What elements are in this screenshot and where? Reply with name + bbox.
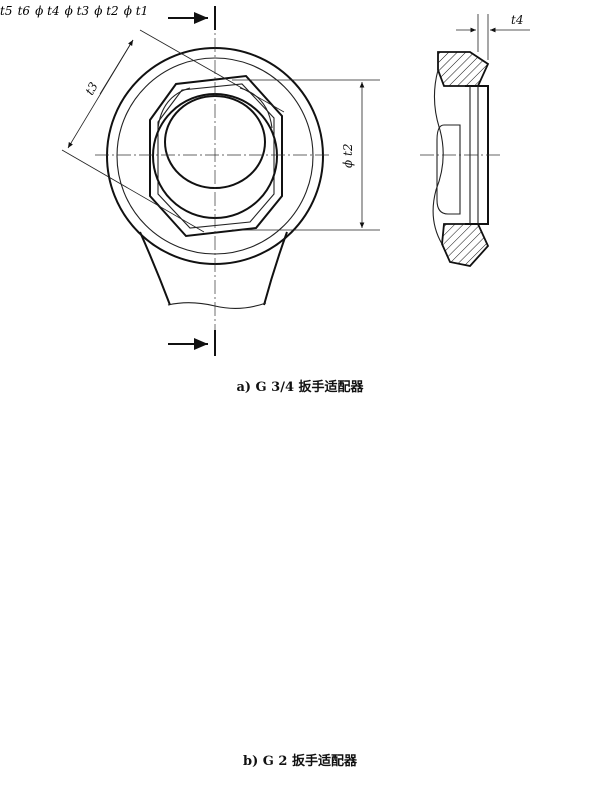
figure-a-t3-label: t3 (82, 79, 101, 97)
figure-b-t3-label: ϕ t3 (64, 4, 90, 18)
figure-b-t1-label: ϕ t1 (123, 4, 149, 18)
figure-a-t4-label: t4 (511, 13, 523, 27)
figure-a-caption: a) G 3/4 扳手适配器 (236, 380, 364, 395)
figure-a-t2-label: ϕ t2 (341, 144, 355, 168)
figure-b-caption: b) G 2 扳手适配器 (243, 754, 357, 769)
figure-a-front-view (61, 6, 380, 356)
figure-a-section-view (420, 14, 530, 267)
figure-b-t2-label: ϕ t2 (94, 4, 119, 18)
figure-b-t4-label: ϕ t4 (35, 4, 60, 18)
figure-b-t6-label: t6 (17, 4, 31, 18)
figure-b-t5-label: t5 (0, 4, 13, 18)
